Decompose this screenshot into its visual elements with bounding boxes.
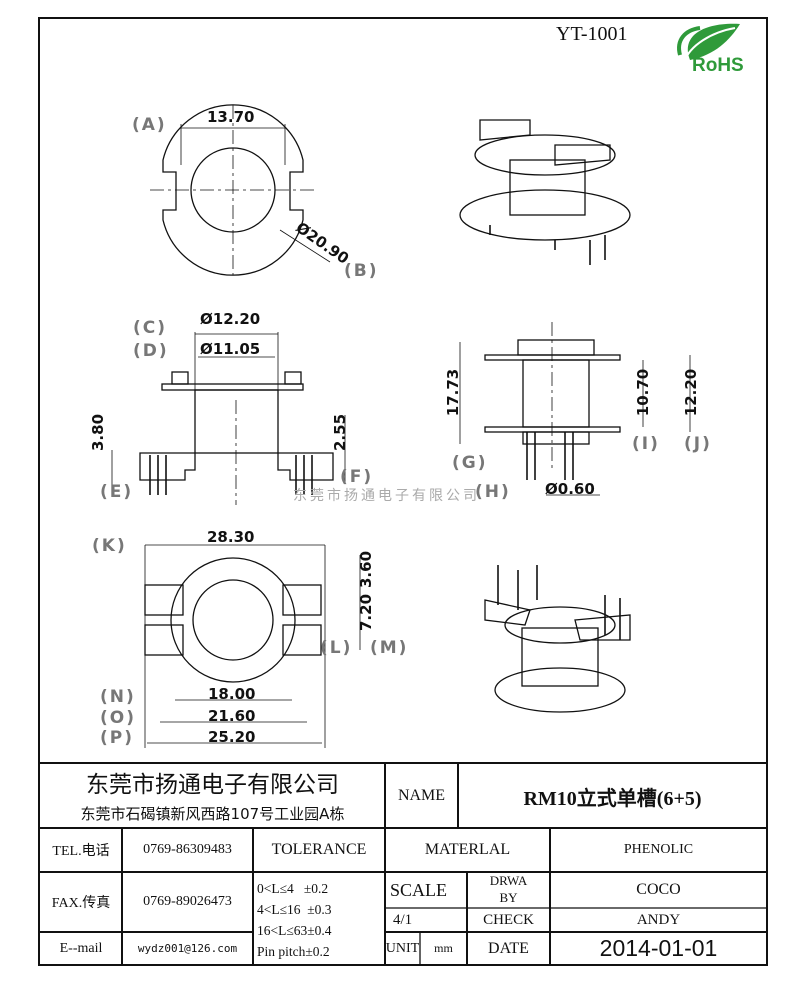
dim-c: Ø12.20 bbox=[200, 310, 261, 328]
dim-i: 10.70 bbox=[634, 368, 653, 417]
rohs-logo-text: RoHS bbox=[692, 55, 744, 76]
dim-j: 12.20 bbox=[682, 368, 701, 417]
tolerance-row: 16<L≤63±0.4 bbox=[257, 923, 332, 938]
part-name: RM10立式单槽(6+5) bbox=[523, 787, 702, 810]
dim-g: 17.73 bbox=[444, 368, 463, 417]
fax-label: FAX.传真 bbox=[51, 896, 111, 911]
dim-d: Ø11.05 bbox=[200, 340, 261, 358]
scale-label: SCALE bbox=[390, 879, 448, 900]
isometric-view-top bbox=[459, 119, 631, 265]
dim-a: 13.70 bbox=[207, 108, 255, 126]
label-o: (O) bbox=[100, 708, 136, 728]
dim-e: 3.80 bbox=[89, 413, 108, 452]
title-block-grid bbox=[39, 762, 767, 965]
part-number: YT-1001 bbox=[556, 23, 628, 45]
check-value: ANDY bbox=[636, 911, 681, 928]
bottom-view bbox=[144, 544, 361, 748]
label-c: (C) bbox=[133, 318, 168, 338]
dim-o: 21.60 bbox=[208, 707, 256, 725]
label-a: (A) bbox=[132, 115, 167, 135]
label-l: (L) bbox=[320, 638, 353, 658]
side-view bbox=[459, 322, 691, 496]
email-label: E--mail bbox=[59, 940, 103, 956]
company-name: 东莞市扬通电子有限公司 bbox=[86, 772, 339, 798]
unit-label: UNIT bbox=[385, 940, 420, 956]
drawn-by-value: COCO bbox=[636, 881, 681, 898]
date-value: 2014-01-01 bbox=[599, 935, 718, 961]
label-e: (E) bbox=[100, 482, 134, 502]
front-view bbox=[111, 332, 346, 505]
tolerance-table: 0<L≤4 ±0.2 4<L≤16 ±0.3 16<L≤63±0.4 Pin p… bbox=[257, 878, 385, 962]
tel-value: 0769-86309483 bbox=[143, 842, 232, 857]
dim-h: Ø0.60 bbox=[545, 480, 595, 498]
label-g: (G) bbox=[452, 453, 488, 473]
label-m: (M) bbox=[370, 638, 409, 658]
tolerance-row: 4<L≤16 ±0.3 bbox=[257, 902, 332, 917]
label-n: (N) bbox=[100, 687, 136, 707]
drawn-by-label-2: BY bbox=[499, 890, 518, 905]
material-label: MATERLAL bbox=[424, 841, 511, 858]
dim-k: 28.30 bbox=[207, 528, 255, 546]
company-address: 东莞市石碣镇新风西路107号工业园A栋 bbox=[80, 805, 345, 823]
tel-label: TEL.电话 bbox=[52, 844, 110, 859]
tolerance-row: 0<L≤4 ±0.2 bbox=[257, 881, 329, 896]
top-view bbox=[150, 104, 331, 276]
tolerance-label: TOLERANCE bbox=[271, 841, 367, 858]
material-value: PHENOLIC bbox=[623, 842, 694, 857]
check-label: CHECK bbox=[483, 911, 534, 928]
label-f: (F) bbox=[340, 467, 374, 487]
isometric-view-bottom bbox=[484, 565, 631, 713]
date-label: DATE bbox=[488, 939, 529, 957]
drawing-frame bbox=[38, 17, 768, 966]
tolerance-row: Pin pitch±0.2 bbox=[257, 944, 330, 959]
label-k: (K) bbox=[92, 536, 127, 556]
dim-l: 3.60 bbox=[357, 550, 376, 589]
fax-value: 0769-89026473 bbox=[143, 894, 232, 909]
watermark: 东莞市扬通电子有限公司 bbox=[293, 488, 480, 504]
dim-p: 25.20 bbox=[208, 728, 256, 746]
drawn-by-label-1: DRWA bbox=[489, 873, 528, 888]
dim-n: 18.00 bbox=[208, 685, 256, 703]
unit-value: mm bbox=[434, 941, 453, 955]
label-p: (P) bbox=[100, 728, 134, 748]
label-i: (I) bbox=[632, 434, 660, 454]
dim-f: 2.55 bbox=[331, 413, 350, 452]
dim-m: 7.20 bbox=[357, 593, 376, 632]
label-d: (D) bbox=[133, 341, 169, 361]
label-b: (B) bbox=[344, 261, 379, 281]
label-h: (H) bbox=[475, 482, 511, 502]
email-value: wydz001@126.com bbox=[137, 942, 238, 955]
label-j: (J) bbox=[684, 434, 712, 454]
rohs-logo bbox=[677, 23, 740, 63]
scale-value: 4/1 bbox=[393, 911, 413, 928]
name-label: NAME bbox=[397, 787, 446, 804]
